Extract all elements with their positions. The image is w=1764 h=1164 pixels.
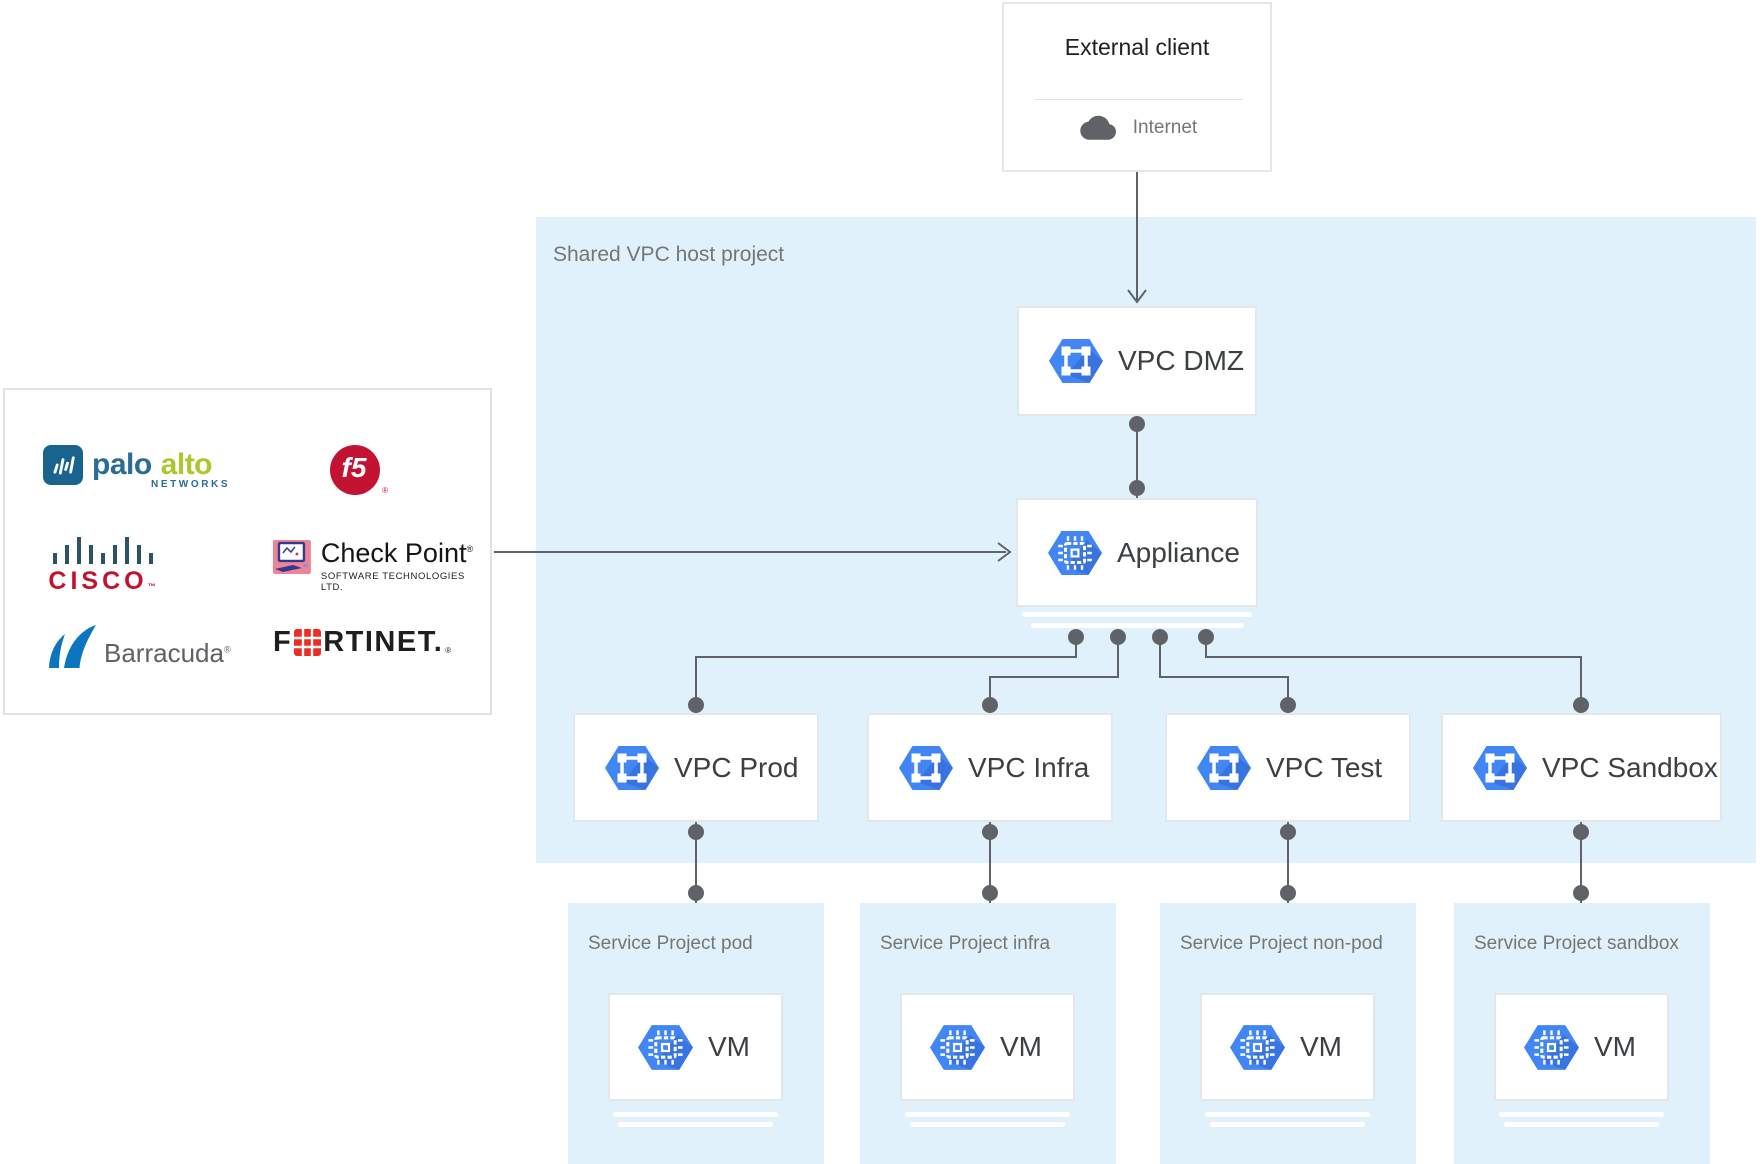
vm-node: VM: [608, 993, 783, 1101]
service-project-non-pod: Service Project non-pod VM: [1160, 903, 1416, 1164]
divider: [1035, 99, 1243, 100]
vpc-prod-node: VPC Prod: [573, 713, 819, 822]
vpc-infra-label: VPC Infra: [968, 751, 1090, 783]
barracuda-text: Barracuda: [104, 638, 224, 668]
paper-stack-line: [613, 1112, 778, 1117]
f5-ball-icon: f5 ®: [330, 445, 388, 495]
appliance-label: Appliance: [1117, 536, 1240, 568]
check-point-textcol: Check Point® SOFTWARE TECHNOLOGIES LTD.: [320, 538, 490, 594]
vm-label: VM: [1594, 1031, 1636, 1062]
vm-node: VM: [1494, 993, 1669, 1101]
service-project-sandbox-label: Service Project sandbox: [1474, 933, 1679, 954]
paper-stack-line: [1210, 1122, 1365, 1127]
barracuda-swoosh-icon: [49, 625, 96, 668]
paper-stack-line: [618, 1122, 773, 1127]
barracuda-logo: Barracuda®: [45, 623, 231, 669]
appliance-node: Appliance: [1016, 498, 1258, 607]
vpc-prod-label: VPC Prod: [674, 751, 799, 783]
cisco-wordmark: CISCO™: [48, 567, 155, 596]
service-project-non-pod-label: Service Project non-pod: [1180, 933, 1383, 954]
service-project-infra-label: Service Project infra: [880, 933, 1051, 954]
vpc-icon: [605, 743, 659, 792]
paper-stack-line: [1205, 1112, 1370, 1117]
vpc-icon: [1049, 337, 1103, 385]
f5-reg: ®: [382, 486, 388, 495]
vm-chip-icon: [1524, 1023, 1579, 1071]
service-project-sandbox: Service Project sandbox VM: [1454, 903, 1710, 1164]
vm-chip-icon: [638, 1023, 693, 1071]
vm-label: VM: [1000, 1031, 1042, 1062]
service-project-pod-label: Service Project pod: [588, 933, 753, 954]
vm-node: VM: [900, 993, 1075, 1101]
service-project-infra: Service Project infra VM: [860, 903, 1116, 1164]
vm-node: VM: [1200, 993, 1375, 1101]
paper-stack-line: [1031, 623, 1244, 628]
vpc-sandbox-node: VPC Sandbox: [1441, 713, 1722, 822]
vpc-icon: [1473, 743, 1527, 792]
vm-label: VM: [708, 1031, 750, 1062]
external-client-title: External client: [1064, 34, 1210, 60]
cisco-logo: CISCO™: [44, 534, 160, 596]
shared-vpc-host-project-label: Shared VPC host project: [553, 243, 785, 266]
fortinet-gate-icon: [294, 629, 322, 656]
paper-stack-line: [905, 1112, 1070, 1117]
vpc-dmz-node: VPC DMZ: [1017, 306, 1257, 416]
check-point-icon: [273, 540, 311, 574]
paloalto-word-palo: palo: [92, 448, 152, 481]
paper-stack-line: [1499, 1112, 1664, 1117]
vpc-sandbox-label: VPC Sandbox: [1542, 751, 1718, 783]
cisco-tm: ™: [147, 582, 156, 591]
internet-row: Internet: [1004, 114, 1270, 141]
fortinet-rtinet: RTINET.: [323, 626, 444, 658]
paloalto-icon: [43, 445, 83, 485]
check-point-sub: SOFTWARE TECHNOLOGIES LTD.: [320, 571, 465, 593]
internet-label: Internet: [1132, 116, 1198, 138]
barracuda-reg: ®: [223, 644, 231, 655]
f5-logo: f5 ®: [330, 445, 388, 495]
check-point-logo: Check Point® SOFTWARE TECHNOLOGIES LTD.: [273, 540, 490, 593]
vm-chip-icon: [930, 1023, 985, 1071]
vm-label: VM: [1300, 1031, 1342, 1062]
appliance-chip-icon: [1048, 529, 1102, 576]
vpc-icon: [899, 743, 953, 792]
check-point-wordmark: Check Point®: [321, 538, 473, 568]
vpc-dmz-label: VPC DMZ: [1118, 345, 1244, 376]
vpc-test-label: VPC Test: [1266, 751, 1383, 783]
cloud-icon: [1080, 115, 1116, 140]
fortinet-reg: ®: [445, 646, 452, 655]
check-point-reg: ®: [466, 544, 474, 554]
vm-chip-icon: [1230, 1023, 1285, 1071]
vpc-icon: [1197, 743, 1251, 792]
paper-stack-line: [1022, 612, 1252, 617]
cisco-text: CISCO: [48, 567, 148, 595]
paper-stack-line: [1504, 1122, 1659, 1127]
paloalto-word-alto: alto: [160, 448, 213, 481]
cisco-bars-icon: [53, 537, 153, 564]
fortinet-f: F: [273, 626, 293, 658]
check-point-title: Check Point: [320, 538, 467, 568]
vpc-test-node: VPC Test: [1165, 713, 1411, 822]
fortinet-logo: F RTINET. ®: [273, 628, 451, 657]
paloalto-networks-sub: NETWORKS: [151, 479, 231, 490]
f5-text: f5: [341, 452, 367, 483]
vpc-infra-node: VPC Infra: [867, 713, 1113, 822]
barracuda-wordmark: Barracuda®: [104, 640, 231, 669]
external-client-card: External client Internet: [1002, 2, 1272, 172]
service-project-pod: Service Project pod VM: [568, 903, 824, 1164]
paper-stack-line: [910, 1122, 1065, 1127]
